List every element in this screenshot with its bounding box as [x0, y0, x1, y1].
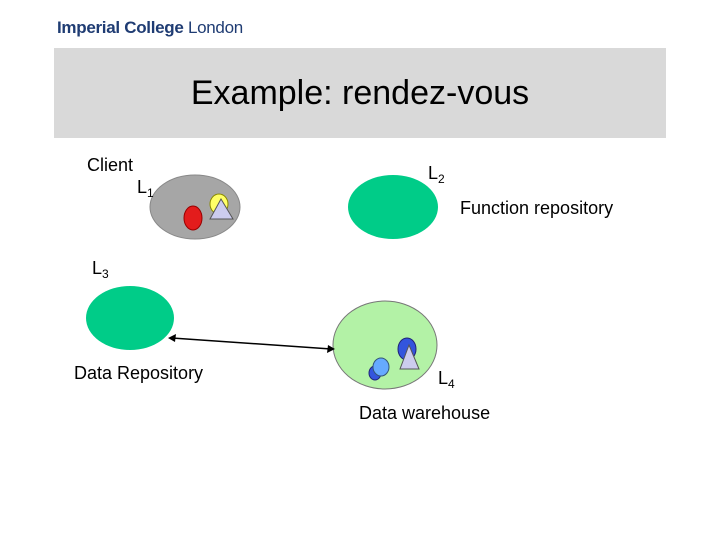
- l1-label: L1: [137, 177, 154, 200]
- l2-label: L2: [428, 163, 445, 186]
- arrowhead-l3: [168, 334, 176, 342]
- triangle-agent-l1: [209, 197, 234, 220]
- slide-title: Example: rendez-vous: [190, 74, 530, 112]
- l4-label: L4: [438, 368, 455, 391]
- logo-bold-text: Imperial College: [57, 18, 184, 37]
- triangle-agent-l4: [399, 343, 420, 370]
- location-l4: [332, 300, 438, 390]
- data-warehouse-label: Data warehouse: [359, 403, 491, 423]
- logo-light-text: London: [187, 18, 243, 37]
- red-agent: [183, 205, 203, 231]
- data-repository-label: Data Repository: [74, 363, 204, 383]
- function-repository-label: Function repository: [460, 198, 614, 218]
- location-l3: [86, 286, 174, 350]
- arrowhead-l4: [327, 345, 335, 353]
- link-l3-l4: [171, 337, 332, 350]
- location-l2: [348, 175, 438, 239]
- light-blue-agent: [372, 357, 390, 377]
- client-label: Client: [87, 155, 134, 175]
- imperial-logo: Imperial College London: [57, 18, 243, 38]
- l3-label: L3: [92, 258, 109, 281]
- title-band: Example: rendez-vous: [54, 48, 666, 138]
